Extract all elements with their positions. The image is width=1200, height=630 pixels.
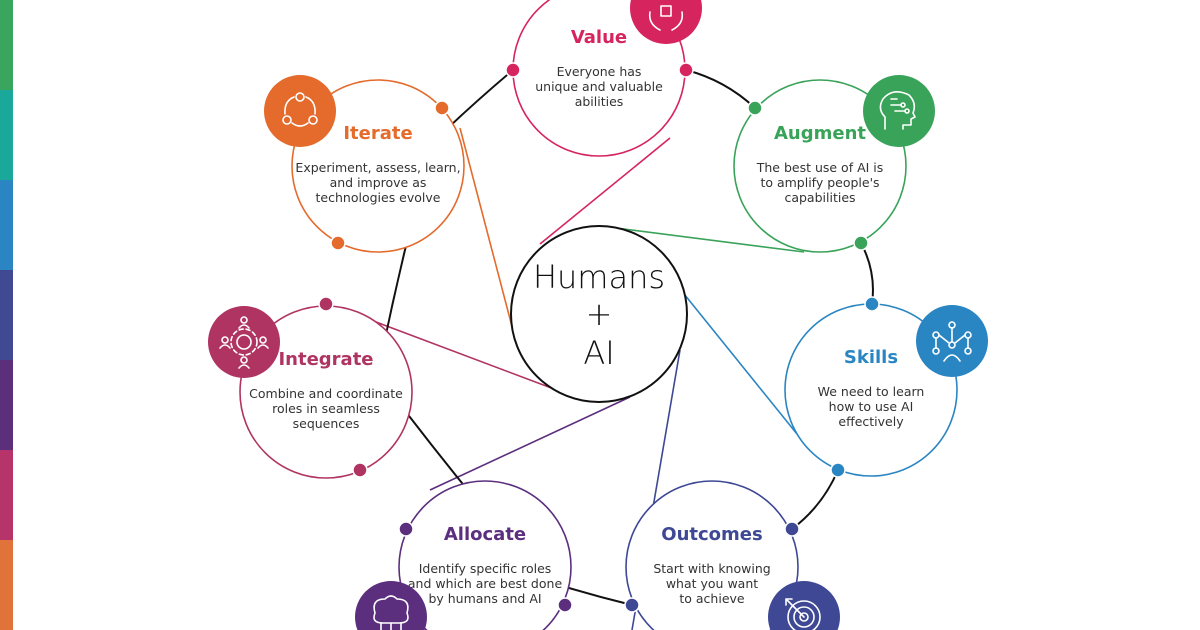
left-bar-segment — [0, 540, 13, 630]
connector-dot-allocate — [398, 521, 414, 537]
spoke-line-value — [539, 137, 671, 245]
node-desc-line-outcomes: Start with knowing — [653, 561, 770, 576]
spoke-line-augment — [599, 225, 805, 253]
icon-badge-integrate — [208, 306, 280, 378]
node-circle-allocate — [398, 480, 572, 630]
connector-dot-iterate — [330, 235, 346, 251]
ai-head-icon — [863, 75, 935, 147]
connector-skills-to-outcomes — [791, 469, 839, 530]
connector-dot-skills — [864, 296, 880, 312]
left-bar-segment — [0, 90, 13, 180]
connector-dot-skills — [830, 462, 846, 478]
left-bar-segment — [0, 0, 13, 90]
node-desc-line-value: abilities — [575, 94, 624, 109]
node-title-skills: Skills — [844, 347, 898, 368]
icon-badge-value — [630, 0, 702, 44]
node-title-allocate: Allocate — [444, 524, 526, 545]
node-desc-line-iterate: and improve as — [330, 175, 427, 190]
node-desc-line-augment: capabilities — [784, 190, 855, 205]
node-desc-line-allocate: and which are best done — [408, 576, 563, 591]
connector-dot-outcomes — [624, 597, 640, 613]
node-desc-line-value: Everyone has — [557, 64, 642, 79]
node-desc-line-integrate: Combine and coordinate — [249, 386, 403, 401]
connector-dot-outcomes — [784, 521, 800, 537]
network-person-icon — [916, 305, 988, 377]
spoke-line-iterate — [459, 127, 516, 339]
brain-icon — [355, 581, 427, 630]
connector-value-to-augment — [685, 69, 756, 109]
left-color-bar — [0, 0, 13, 630]
node-title-outcomes: Outcomes — [661, 524, 762, 545]
center-hub: Humans + AI — [510, 225, 688, 403]
cycle-icon — [264, 75, 336, 147]
node-desc-line-allocate: Identify specific roles — [419, 561, 552, 576]
connector-dot-value — [505, 62, 521, 78]
left-bar-segment — [0, 180, 13, 270]
node-desc-line-iterate: technologies evolve — [316, 190, 441, 205]
node-title-value: Value — [571, 27, 627, 48]
spoke-line-allocate — [429, 396, 631, 491]
left-bar-segment — [0, 360, 13, 450]
node-desc-line-skills: We need to learn — [818, 384, 925, 399]
node-desc-line-augment: to amplify people's — [760, 175, 879, 190]
connector-dot-value — [678, 62, 694, 78]
node-circle-augment — [733, 79, 907, 253]
node-desc-line-skills: effectively — [838, 414, 904, 429]
connector-dot-integrate — [352, 462, 368, 478]
node-desc-line-outcomes: what you want — [666, 576, 758, 591]
spoke-line-skills — [675, 283, 798, 435]
node-desc-line-integrate: roles in seamless — [272, 401, 380, 416]
team-gear-icon — [208, 306, 280, 378]
node-circle-iterate — [291, 79, 465, 253]
node-title-integrate: Integrate — [278, 349, 373, 370]
node-desc-line-integrate: sequences — [293, 416, 360, 431]
center-line-2: + — [586, 295, 613, 333]
icon-badge-allocate — [355, 581, 427, 630]
icon-badge-outcomes — [768, 581, 840, 630]
connector-dot-allocate — [557, 597, 573, 613]
node-title-augment: Augment — [774, 123, 866, 144]
center-line-3: AI — [583, 334, 614, 372]
left-bar-segment — [0, 270, 13, 360]
node-title-iterate: Iterate — [343, 123, 412, 144]
node-circle-outcomes — [625, 480, 799, 630]
connector-dot-augment — [747, 100, 763, 116]
node-desc-line-skills: how to use AI — [829, 399, 914, 414]
spoke-line-integrate — [359, 315, 571, 396]
hands-icon — [630, 0, 702, 44]
node-desc-line-allocate: by humans and AI — [428, 591, 541, 606]
icon-badge-iterate — [264, 75, 336, 147]
connector-dot-integrate — [318, 296, 334, 312]
node-desc-line-augment: The best use of AI is — [756, 160, 884, 175]
center-line-1: Humans — [533, 258, 665, 296]
connector-dot-augment — [853, 235, 869, 251]
node-desc-line-value: unique and valuable — [535, 79, 663, 94]
center-circle — [510, 225, 688, 403]
target-icon — [768, 581, 840, 630]
node-desc-line-outcomes: to achieve — [679, 591, 745, 606]
left-bar-segment — [0, 450, 13, 540]
node-desc-line-iterate: Experiment, assess, learn, — [295, 160, 460, 175]
connector-augment-to-skills — [860, 242, 874, 305]
connector-dot-iterate — [434, 100, 450, 116]
